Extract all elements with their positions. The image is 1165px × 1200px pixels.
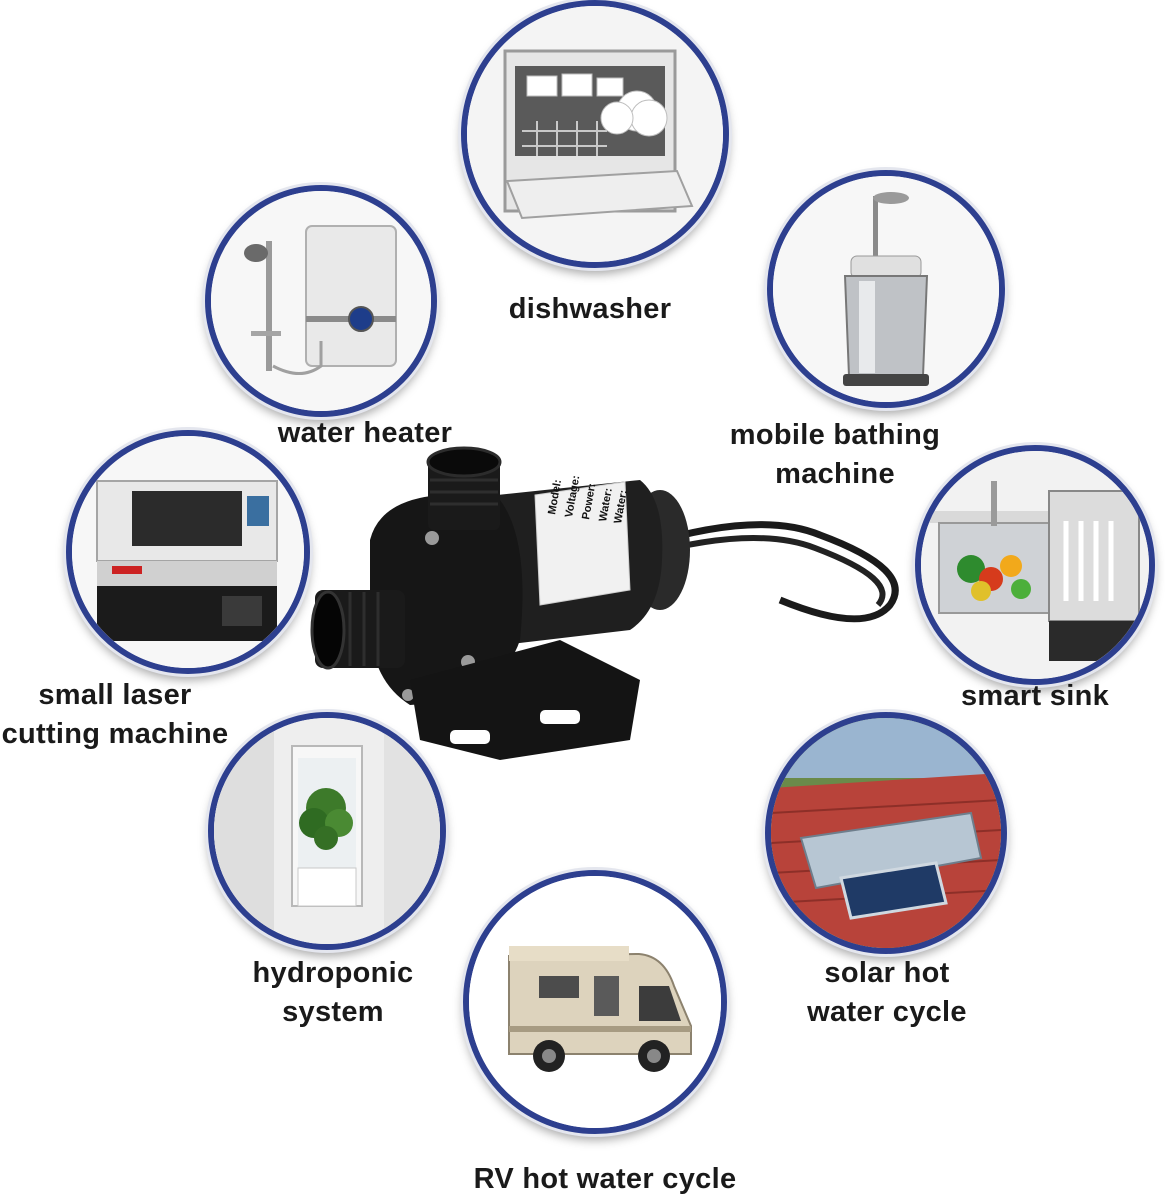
rv-circle [463,870,727,1134]
water-heater-circle [205,185,437,417]
laser-cutting-label-line-1: small laser [38,679,192,711]
hydroponic-circle [208,712,446,950]
mobile-bathing-label: mobile bathing machine [680,416,990,494]
dishwasher-label: dishwasher [470,290,710,329]
smart-sink-label: smart sink [920,677,1150,716]
laser-cutter-icon [72,436,304,668]
pump-label-water-2: Water: [612,489,630,524]
mobile-bathing-circle [767,170,1005,408]
hydroponic-label-line-2: system [282,996,384,1028]
solar-circle [765,712,1007,954]
water-heater-icon [211,191,431,411]
water-heater-label-line: water heater [277,417,453,449]
laser-cutting-label: small laser cutting machine [0,676,230,754]
smart-sink-icon [921,451,1149,679]
dishwasher-label-line: dishwasher [508,293,672,325]
dishwasher-icon [467,6,723,262]
hydroponic-icon [214,718,440,944]
solar-label-line-1: solar hot [824,957,950,989]
hydroponic-label: hydroponic system [195,954,471,1032]
solar-label-line-2: water cycle [807,996,967,1028]
solar-label: solar hot water cycle [770,954,1004,1032]
mobile-bathing-label-line-1: mobile bathing [729,419,941,451]
rv-label-line: RV hot water cycle [473,1163,737,1195]
mobile-bathing-label-line-2: machine [775,458,895,490]
laser-cutting-label-line-2: cutting machine [1,718,229,750]
pump-label-water-1: Water: [597,487,615,522]
laser-cutting-circle [66,430,310,674]
hydroponic-label-line-1: hydroponic [252,957,414,989]
water-heater-label: water heater [230,414,500,453]
rv-label: RV hot water cycle [430,1160,780,1199]
solar-panel-icon [771,718,1001,948]
rv-icon [469,876,721,1128]
dishwasher-circle [461,0,729,268]
smart-sink-circle [915,445,1155,685]
water-pump-icon: Model: Voltage: Power: Water: Water: [310,446,899,760]
smart-sink-label-line: smart sink [960,680,1110,712]
bathing-machine-icon [773,176,999,402]
